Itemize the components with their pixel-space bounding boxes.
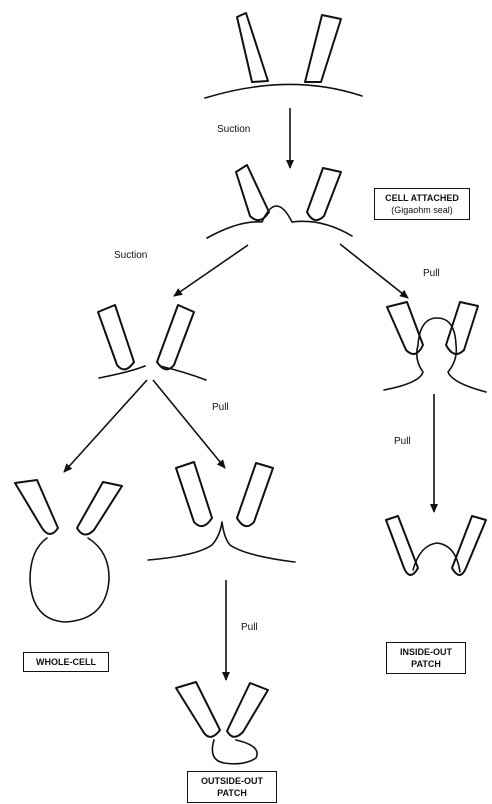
box-inside-out-line1: INSIDE-OUT: [391, 646, 461, 658]
label-pull-right: Pull: [423, 268, 440, 280]
stage-whole-cell: [15, 480, 122, 622]
pipette-left-wall: [237, 13, 268, 82]
arrow-pull-middle: [153, 380, 225, 468]
pipette-right-wall: [305, 15, 341, 82]
cell-body: [30, 538, 109, 622]
box-cell-attached-line1: CELL ATTACHED: [379, 192, 465, 204]
stage-outside-out: [176, 682, 268, 764]
stage-after-suction: [98, 305, 206, 380]
pipette-left-wall: [176, 462, 212, 526]
box-cell-attached: CELL ATTACHED (Gigaohm seal): [374, 188, 470, 220]
pipette-right-wall: [77, 482, 122, 535]
box-inside-out-line2: PATCH: [391, 658, 461, 670]
stage-pipette-approach: [205, 13, 362, 98]
pipette-right-wall: [237, 463, 273, 526]
label-suction-top: Suction: [217, 124, 250, 136]
vesicle: [212, 740, 257, 764]
pipette-left-wall: [176, 682, 220, 737]
stage-pulled-bleb: [384, 302, 486, 392]
label-pull-middle: Pull: [212, 402, 229, 414]
box-whole-cell: WHOLE-CELL: [23, 652, 109, 672]
box-whole-cell-line1: WHOLE-CELL: [28, 656, 104, 668]
stage-cell-attached: [207, 165, 352, 238]
membrane: [99, 366, 206, 380]
box-cell-attached-line2: (Gigaohm seal): [379, 204, 465, 216]
box-outside-out: OUTSIDE-OUT PATCH: [187, 771, 277, 803]
box-outside-out-line1: OUTSIDE-OUT: [192, 775, 272, 787]
box-outside-out-line2: PATCH: [192, 787, 272, 799]
arrow-suction-left: [174, 245, 248, 296]
pipette-left-wall: [386, 516, 418, 575]
membrane: [205, 84, 362, 98]
membrane-bleb: [207, 206, 352, 238]
arrow-pull-right: [340, 244, 408, 298]
pipette-right-wall: [446, 302, 478, 354]
pipette-left-wall: [15, 480, 58, 534]
pipette-right-wall: [227, 683, 268, 737]
pipette-right-wall: [452, 516, 486, 575]
pipette-right-wall: [307, 168, 341, 220]
pipette-left-wall: [236, 165, 269, 220]
label-pull-right-lower: Pull: [394, 436, 411, 448]
label-pull-bottom: Pull: [241, 622, 258, 634]
pipette-left-wall: [98, 305, 134, 369]
stage-pre-outside-out: [148, 462, 295, 562]
pipette-right-wall: [157, 305, 194, 369]
arrow-to-whole-cell: [64, 380, 147, 472]
label-suction-left: Suction: [114, 250, 147, 262]
stage-inside-out: [386, 516, 486, 575]
membrane-neck: [148, 522, 295, 562]
box-inside-out: INSIDE-OUT PATCH: [386, 642, 466, 674]
